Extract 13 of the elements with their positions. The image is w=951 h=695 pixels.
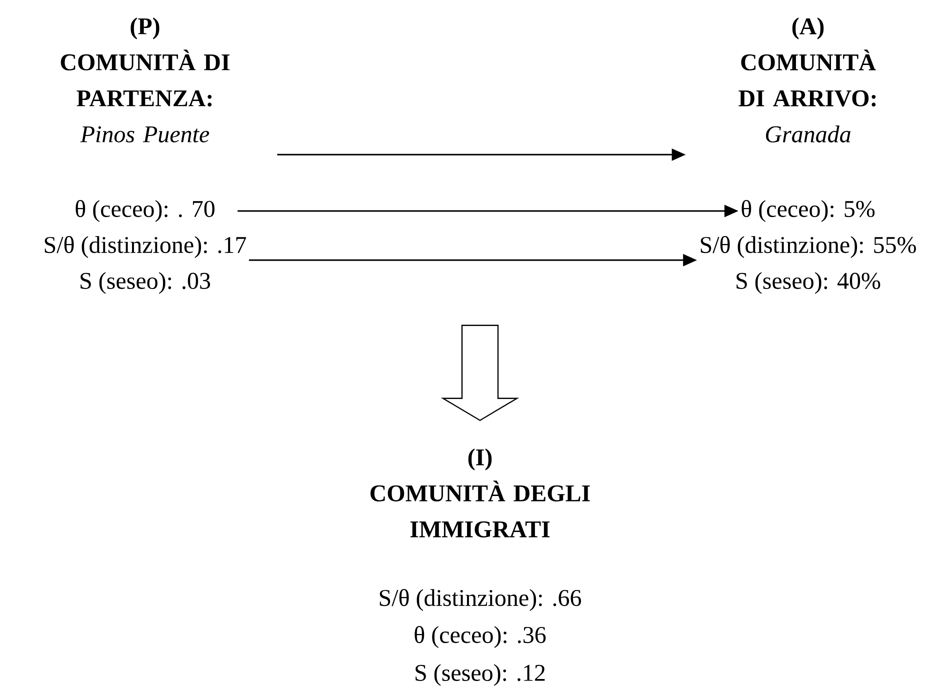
value-text: S (seseo): .12: [416, 664, 545, 686]
value-text: S (seseo): .03: [80, 272, 210, 294]
value-text: θ (ceceo): 5%: [742, 200, 875, 222]
value-text: S/θ (distinzione): .17: [44, 236, 246, 258]
value-text: S/θ (distinzione): 55%: [700, 236, 916, 258]
value-text: θ (ceceo): .36: [414, 626, 546, 648]
value-text: θ (ceceo): . 70: [76, 200, 214, 222]
community-heading: (I) COMUNITÀ DEGLI IMMIGRATI: [370, 448, 590, 538]
block-arrow: [440, 324, 520, 422]
value-text: S (seseo): 40%: [736, 272, 880, 294]
community-heading: (P) COMUNITÀ DI PARTENZA: Pinos Puente: [60, 18, 230, 142]
community-heading: (A) COMUNITÀ DI ARRIVO: Granada: [738, 18, 876, 142]
value-text: S/θ (distinzione): .66: [380, 589, 582, 611]
